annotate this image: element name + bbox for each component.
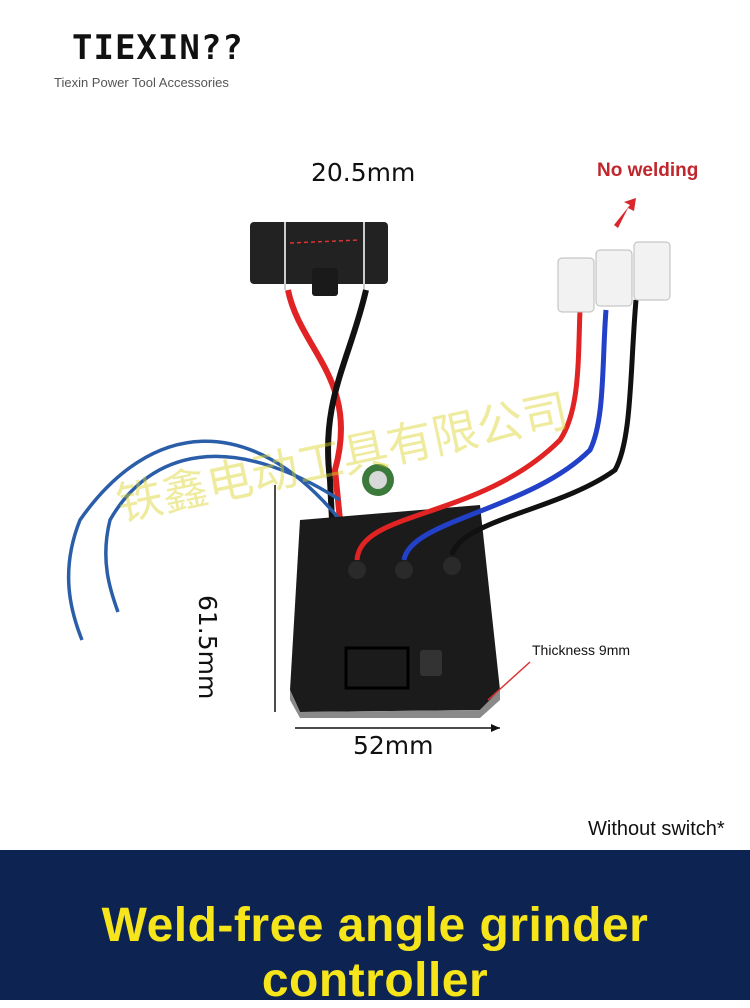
bottom-banner <box>0 850 750 1000</box>
dimension-left: 61.5mm <box>193 595 222 700</box>
dimension-top: 20.5mm <box>311 158 416 187</box>
controller-board <box>290 505 500 712</box>
arrow-icon <box>614 198 636 228</box>
terminal-block <box>557 241 671 313</box>
dimension-bottom: 52mm <box>353 731 434 760</box>
product-photo <box>66 198 671 732</box>
thickness-label: Thickness 9mm <box>532 642 631 658</box>
brand-subtitle: Tiexin Power Tool Accessories <box>54 75 229 90</box>
no-welding-label: No welding <box>597 160 699 181</box>
without-switch-label: Without switch* <box>588 818 725 840</box>
brand-logo: TIEXIN?? <box>72 28 244 68</box>
banner-title: Weld-free angle grinder controller <box>101 899 649 1007</box>
